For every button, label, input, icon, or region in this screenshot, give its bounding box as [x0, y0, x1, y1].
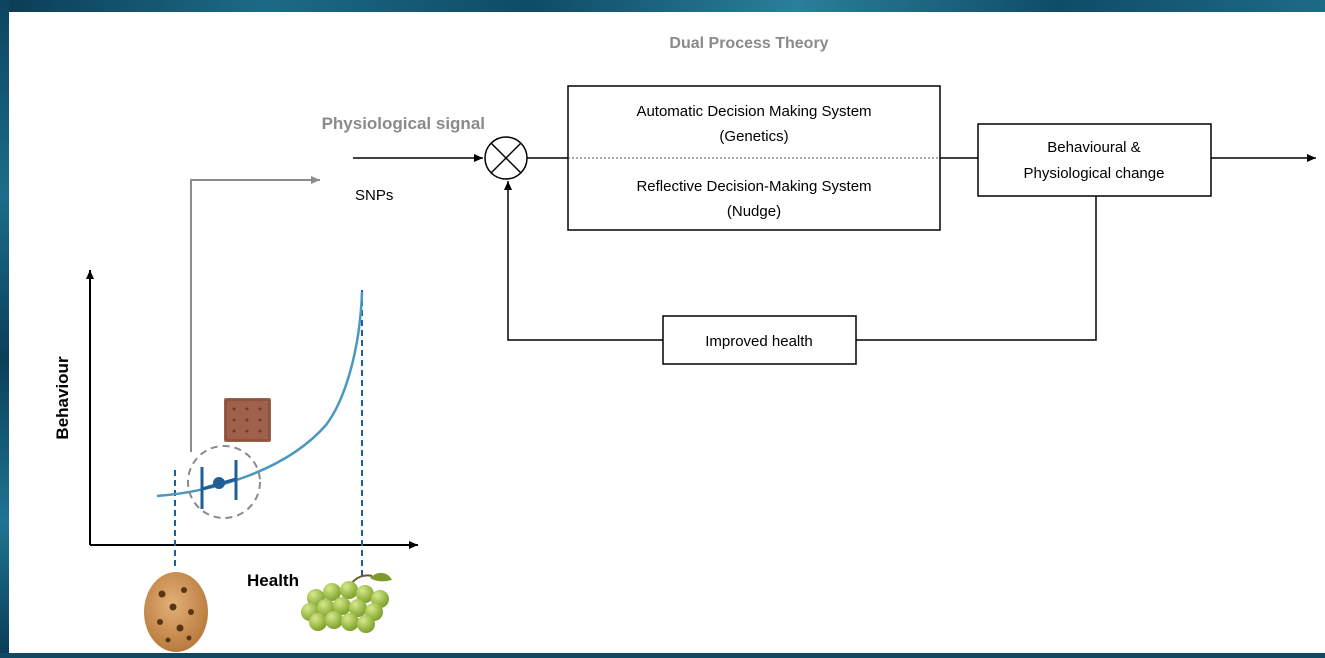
reflective-system-label: Reflective Decision-Making System: [636, 178, 871, 195]
behavioural-change-box: Behavioural & Physiological change: [977, 123, 1212, 197]
diagram-canvas: Dual Process Theory Physiological signal…: [9, 12, 1325, 653]
chart-x-label: Health: [247, 571, 299, 590]
automatic-system-label: Automatic Decision Making System: [636, 103, 871, 120]
background-frame-left: [0, 0, 9, 653]
improved-health-box: Improved health: [662, 315, 857, 365]
biscuit-icon: [224, 398, 271, 442]
health-behaviour-chart: Behaviour Health: [53, 270, 418, 590]
genetics-label: (Genetics): [719, 128, 788, 145]
background-frame-top: [0, 0, 1325, 14]
diagram-title: Dual Process Theory: [669, 35, 828, 52]
physiological-signal-label: Physiological signal: [322, 114, 485, 133]
nudge-label: (Nudge): [727, 203, 781, 220]
signal-source-arrow: [190, 176, 320, 452]
cookie-icon: [144, 572, 208, 652]
health-behaviour-curve: [156, 291, 364, 498]
highlight-circle: [187, 445, 261, 519]
feedback-line-right: [856, 196, 1097, 341]
physiological-change-label: Physiological change: [1024, 165, 1165, 182]
chart-y-label: Behaviour: [53, 356, 72, 440]
summing-junction: [484, 136, 528, 180]
decision-system-box: Automatic Decision Making System (Geneti…: [567, 85, 941, 231]
improved-health-label: Improved health: [705, 333, 813, 350]
behavioural-label: Behavioural &: [1047, 139, 1140, 156]
current-state-dot: [213, 477, 225, 489]
grapes-icon: [301, 572, 392, 633]
feedback-arrow: [504, 181, 663, 341]
snps-label: SNPs: [355, 187, 393, 204]
diagram-svg: Dual Process Theory Physiological signal…: [53, 35, 1316, 652]
